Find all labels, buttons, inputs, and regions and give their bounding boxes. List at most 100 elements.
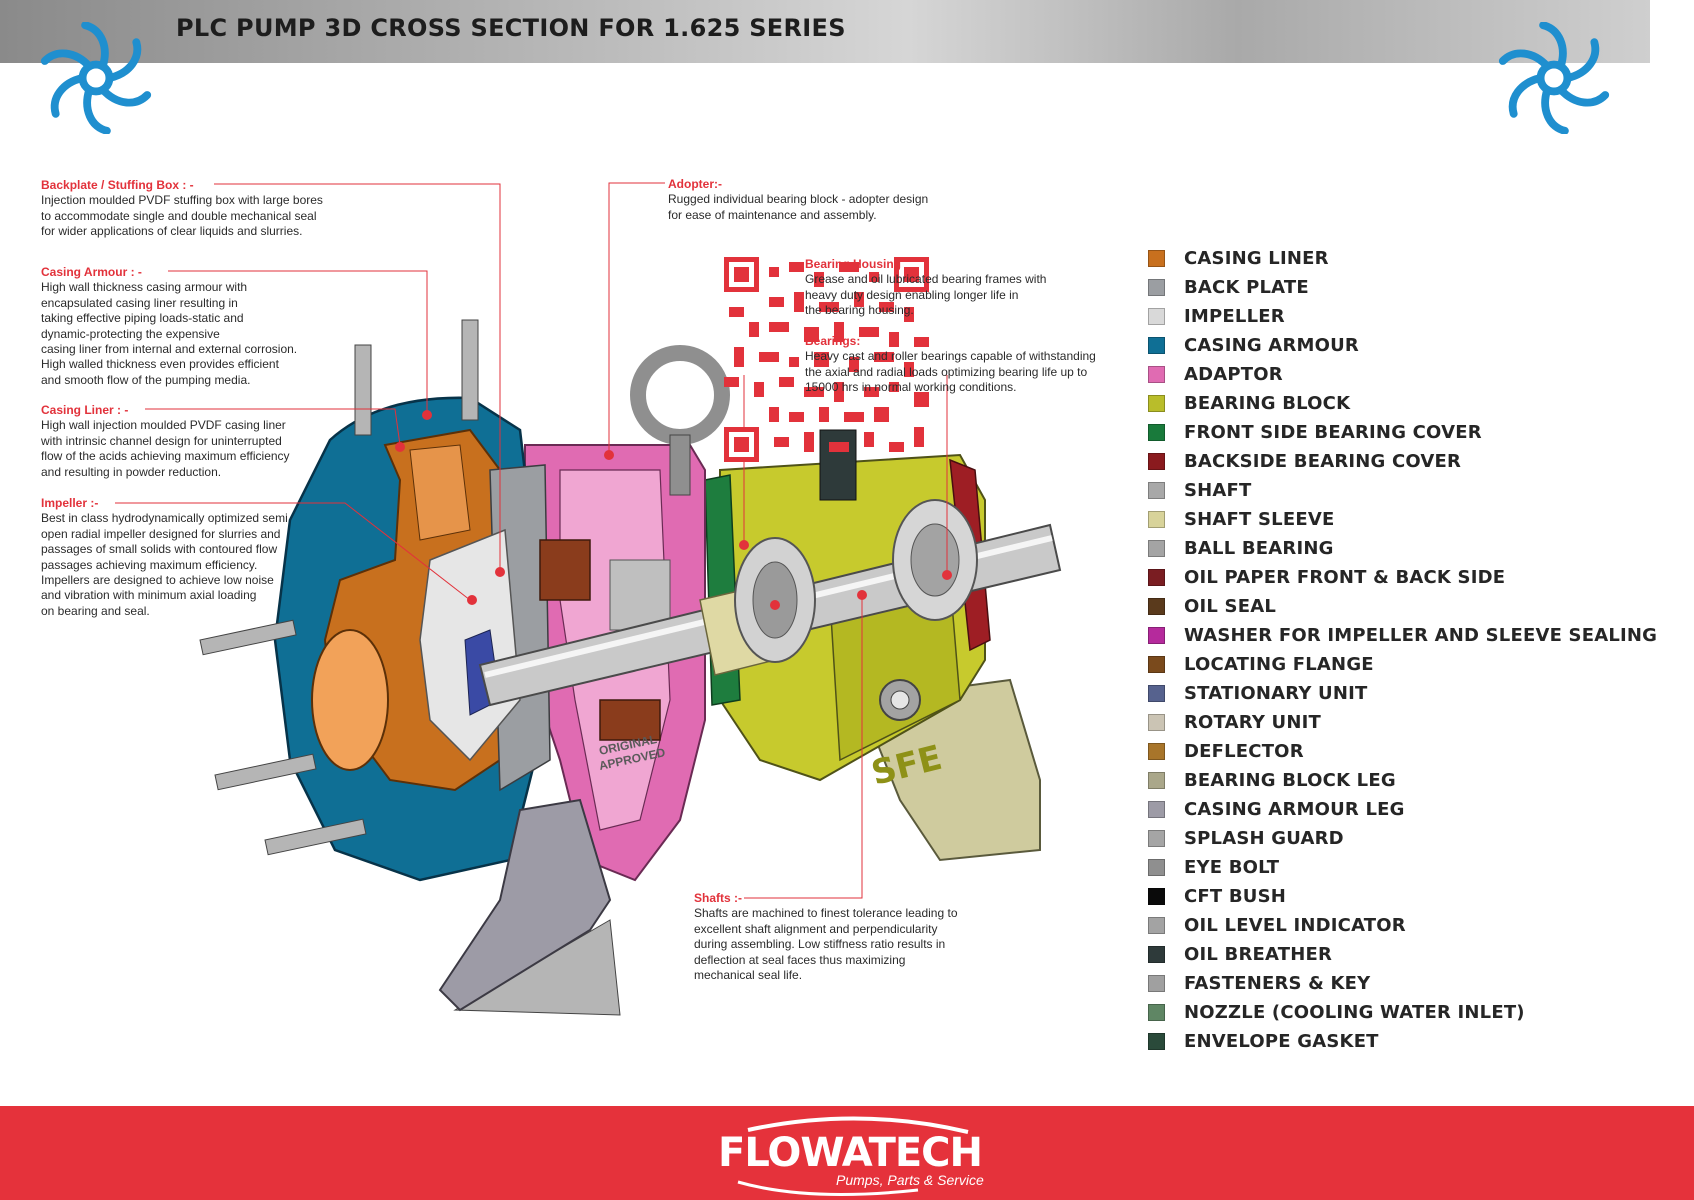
legend-item: SPLASH GUARD: [1148, 824, 1668, 853]
callout-heading: Shafts :-: [694, 891, 742, 905]
legend-label: BACK PLATE: [1184, 277, 1309, 298]
callout-heading: Adopter:-: [668, 177, 722, 191]
callout-text: Grease and oil lubricated bearing frames…: [805, 272, 1047, 318]
legend-label: CASING ARMOUR LEG: [1184, 799, 1405, 820]
legend-item: ADAPTOR: [1148, 360, 1668, 389]
legend-swatch: [1148, 540, 1165, 557]
callout-text: Injection moulded PVDF stuffing box with…: [41, 193, 323, 239]
legend-label: SHAFT: [1184, 480, 1252, 501]
swirl-logo-left-icon: [40, 22, 152, 134]
callout-casing-liner: Casing Liner : - High wall injection mou…: [41, 403, 371, 480]
legend-item: CASING LINER: [1148, 244, 1668, 273]
callout-adopter: Adopter:- Rugged individual bearing bloc…: [668, 177, 988, 223]
legend-item: BEARING BLOCK: [1148, 389, 1668, 418]
callout-casing-armour: Casing Armour : - High wall thickness ca…: [41, 265, 371, 388]
callout-text: Shafts are machined to finest tolerance …: [694, 906, 958, 983]
legend-label: FRONT SIDE BEARING COVER: [1184, 422, 1482, 443]
legend-item: CFT BUSH: [1148, 882, 1668, 911]
callout-heading: Casing Liner : -: [41, 403, 129, 417]
callout-heading: Bearing Housing: [805, 257, 902, 271]
legend-swatch: [1148, 859, 1165, 876]
legend-item: FRONT SIDE BEARING COVER: [1148, 418, 1668, 447]
callout-impeller: Impeller :- Best in class hydrodynamical…: [41, 496, 371, 619]
legend-swatch: [1148, 1033, 1165, 1050]
legend-label: OIL PAPER FRONT & BACK SIDE: [1184, 567, 1506, 588]
legend-swatch: [1148, 308, 1165, 325]
legend-label: CFT BUSH: [1184, 886, 1287, 907]
legend-swatch: [1148, 482, 1165, 499]
brand-name: FLOWATECH: [718, 1130, 983, 1176]
legend-label: IMPELLER: [1184, 306, 1285, 327]
legend-swatch: [1148, 772, 1165, 789]
legend-label: DEFLECTOR: [1184, 741, 1304, 762]
qr-code-icon: [724, 257, 929, 462]
legend-swatch: [1148, 888, 1165, 905]
legend-label: ROTARY UNIT: [1184, 712, 1322, 733]
legend-swatch: [1148, 627, 1165, 644]
legend-swatch: [1148, 366, 1165, 383]
legend-label: WASHER FOR IMPELLER AND SLEEVE SEALING: [1184, 625, 1658, 646]
callout-text: High wall thickness casing armour with e…: [41, 280, 298, 387]
footer-band: [0, 1106, 1694, 1200]
legend-swatch: [1148, 743, 1165, 760]
callout-backplate: Backplate / Stuffing Box : - Injection m…: [41, 178, 371, 240]
legend-label: LOCATING FLANGE: [1184, 654, 1374, 675]
header-banner: PLC PUMP 3D CROSS SECTION FOR 1.625 SERI…: [0, 0, 1650, 63]
callout-text: Best in class hydrodynamically optimized…: [41, 511, 288, 618]
legend-swatch: [1148, 424, 1165, 441]
legend-item: DEFLECTOR: [1148, 737, 1668, 766]
legend-item: ENVELOPE GASKET: [1148, 1027, 1668, 1056]
legend-item: OIL SEAL: [1148, 592, 1668, 621]
legend-item: BALL BEARING: [1148, 534, 1668, 563]
legend-swatch: [1148, 395, 1165, 412]
legend-swatch: [1148, 598, 1165, 615]
callout-heading: Impeller :-: [41, 496, 99, 510]
legend-swatch: [1148, 975, 1165, 992]
legend-label: SHAFT SLEEVE: [1184, 509, 1335, 530]
legend-label: CASING ARMOUR: [1184, 335, 1359, 356]
callout-text: Heavy cast and roller bearings capable o…: [805, 349, 1096, 395]
callout-heading: Bearings:: [805, 334, 861, 348]
legend-label: FASTENERS & KEY: [1184, 973, 1371, 994]
legend-item: CASING ARMOUR LEG: [1148, 795, 1668, 824]
legend-swatch: [1148, 511, 1165, 528]
legend-label: NOZZLE (COOLING WATER INLET): [1184, 1002, 1525, 1023]
legend-label: CASING LINER: [1184, 248, 1329, 269]
legend-swatch: [1148, 917, 1165, 934]
legend-item: ROTARY UNIT: [1148, 708, 1668, 737]
legend-item: BEARING BLOCK LEG: [1148, 766, 1668, 795]
legend-swatch: [1148, 946, 1165, 963]
legend-swatch: [1148, 250, 1165, 267]
page-title: PLC PUMP 3D CROSS SECTION FOR 1.625 SERI…: [176, 14, 846, 42]
legend-label: ENVELOPE GASKET: [1184, 1031, 1379, 1052]
callout-text: Rugged individual bearing block - adopte…: [668, 192, 929, 222]
callout-heading: Casing Armour : -: [41, 265, 142, 279]
legend-label: OIL BREATHER: [1184, 944, 1333, 965]
legend-swatch: [1148, 714, 1165, 731]
legend-label: OIL LEVEL INDICATOR: [1184, 915, 1406, 936]
legend-label: ADAPTOR: [1184, 364, 1283, 385]
legend-label: BALL BEARING: [1184, 538, 1334, 559]
callout-bearing-housing: Bearing Housing Grease and oil lubricate…: [805, 257, 1105, 319]
brand-tagline: Pumps, Parts & Service: [836, 1172, 984, 1188]
legend-item: OIL LEVEL INDICATOR: [1148, 911, 1668, 940]
legend-item: NOZZLE (COOLING WATER INLET): [1148, 998, 1668, 1027]
pump-cross-section-illustration: ORIGINAL APPROVED SFE: [115, 182, 1062, 1016]
swirl-logo-right-icon: [1498, 22, 1610, 134]
legend-label: SPLASH GUARD: [1184, 828, 1344, 849]
legend-swatch: [1148, 1004, 1165, 1021]
legend-swatch: [1148, 830, 1165, 847]
legend-swatch: [1148, 453, 1165, 470]
parts-legend: CASING LINER BACK PLATE IMPELLER CASING ARM…: [1148, 244, 1668, 1056]
legend-label: BEARING BLOCK: [1184, 393, 1351, 414]
callout-bearings: Bearings: Heavy cast and roller bearings…: [805, 334, 1145, 396]
legend-label: BACKSIDE BEARING COVER: [1184, 451, 1462, 472]
legend-item: FASTENERS & KEY: [1148, 969, 1668, 998]
legend-swatch: [1148, 569, 1165, 586]
flowatech-logo: FLOWATECH Pumps, Parts & Service: [718, 1112, 988, 1196]
legend-swatch: [1148, 279, 1165, 296]
legend-item: WASHER FOR IMPELLER AND SLEEVE SEALING: [1148, 621, 1668, 650]
legend-item: BACK PLATE: [1148, 273, 1668, 302]
brand-swoosh-icon: [737, 1116, 969, 1196]
legend-item: LOCATING FLANGE: [1148, 650, 1668, 679]
